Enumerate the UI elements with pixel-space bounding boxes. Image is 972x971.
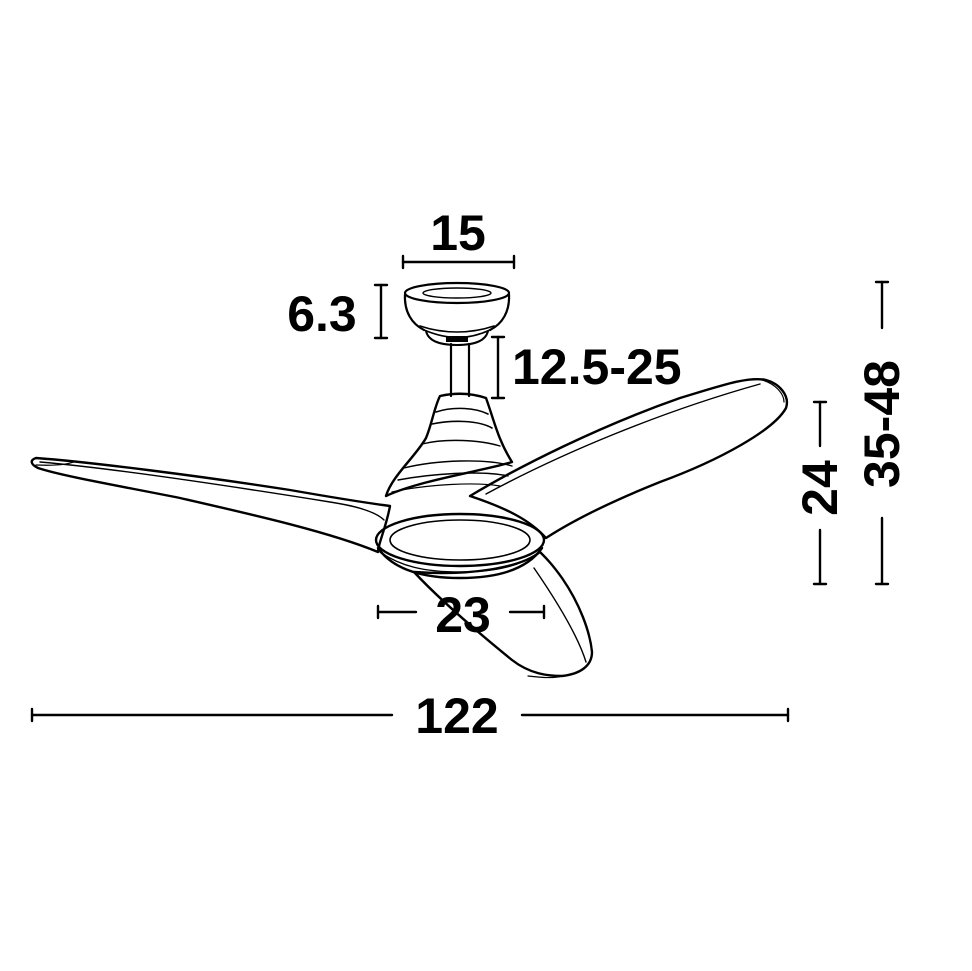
total-height-label: 35-48 xyxy=(854,360,910,488)
blade-span-dimension xyxy=(30,707,790,723)
canopy-clip xyxy=(446,336,468,342)
light-diameter-dimension xyxy=(376,604,546,620)
right-blade xyxy=(468,377,789,540)
left-blade xyxy=(30,456,392,554)
dimension-lines xyxy=(30,254,890,723)
canopy xyxy=(403,281,511,346)
total-height-dimension xyxy=(874,280,890,586)
canopy-height-label: 6.3 xyxy=(287,286,357,342)
downrod-length-dimension xyxy=(490,335,506,400)
fan-illustration xyxy=(30,281,789,679)
canopy-width-label: 15 xyxy=(430,205,486,261)
downrod xyxy=(449,342,471,398)
light-diameter-label: 23 xyxy=(435,587,491,643)
downrod-length-label: 12.5-25 xyxy=(512,339,682,395)
canopy-width-dimension xyxy=(401,254,516,270)
dimension-labels: 15 6.3 12.5-25 24 35-48 23 122 xyxy=(287,205,910,744)
canopy-height-dimension xyxy=(373,283,389,340)
motor-housing xyxy=(384,392,514,498)
light-dish xyxy=(374,512,546,580)
blade-span-label: 122 xyxy=(415,688,498,744)
body-height-label: 24 xyxy=(792,460,848,516)
body-height-dimension xyxy=(812,400,828,586)
